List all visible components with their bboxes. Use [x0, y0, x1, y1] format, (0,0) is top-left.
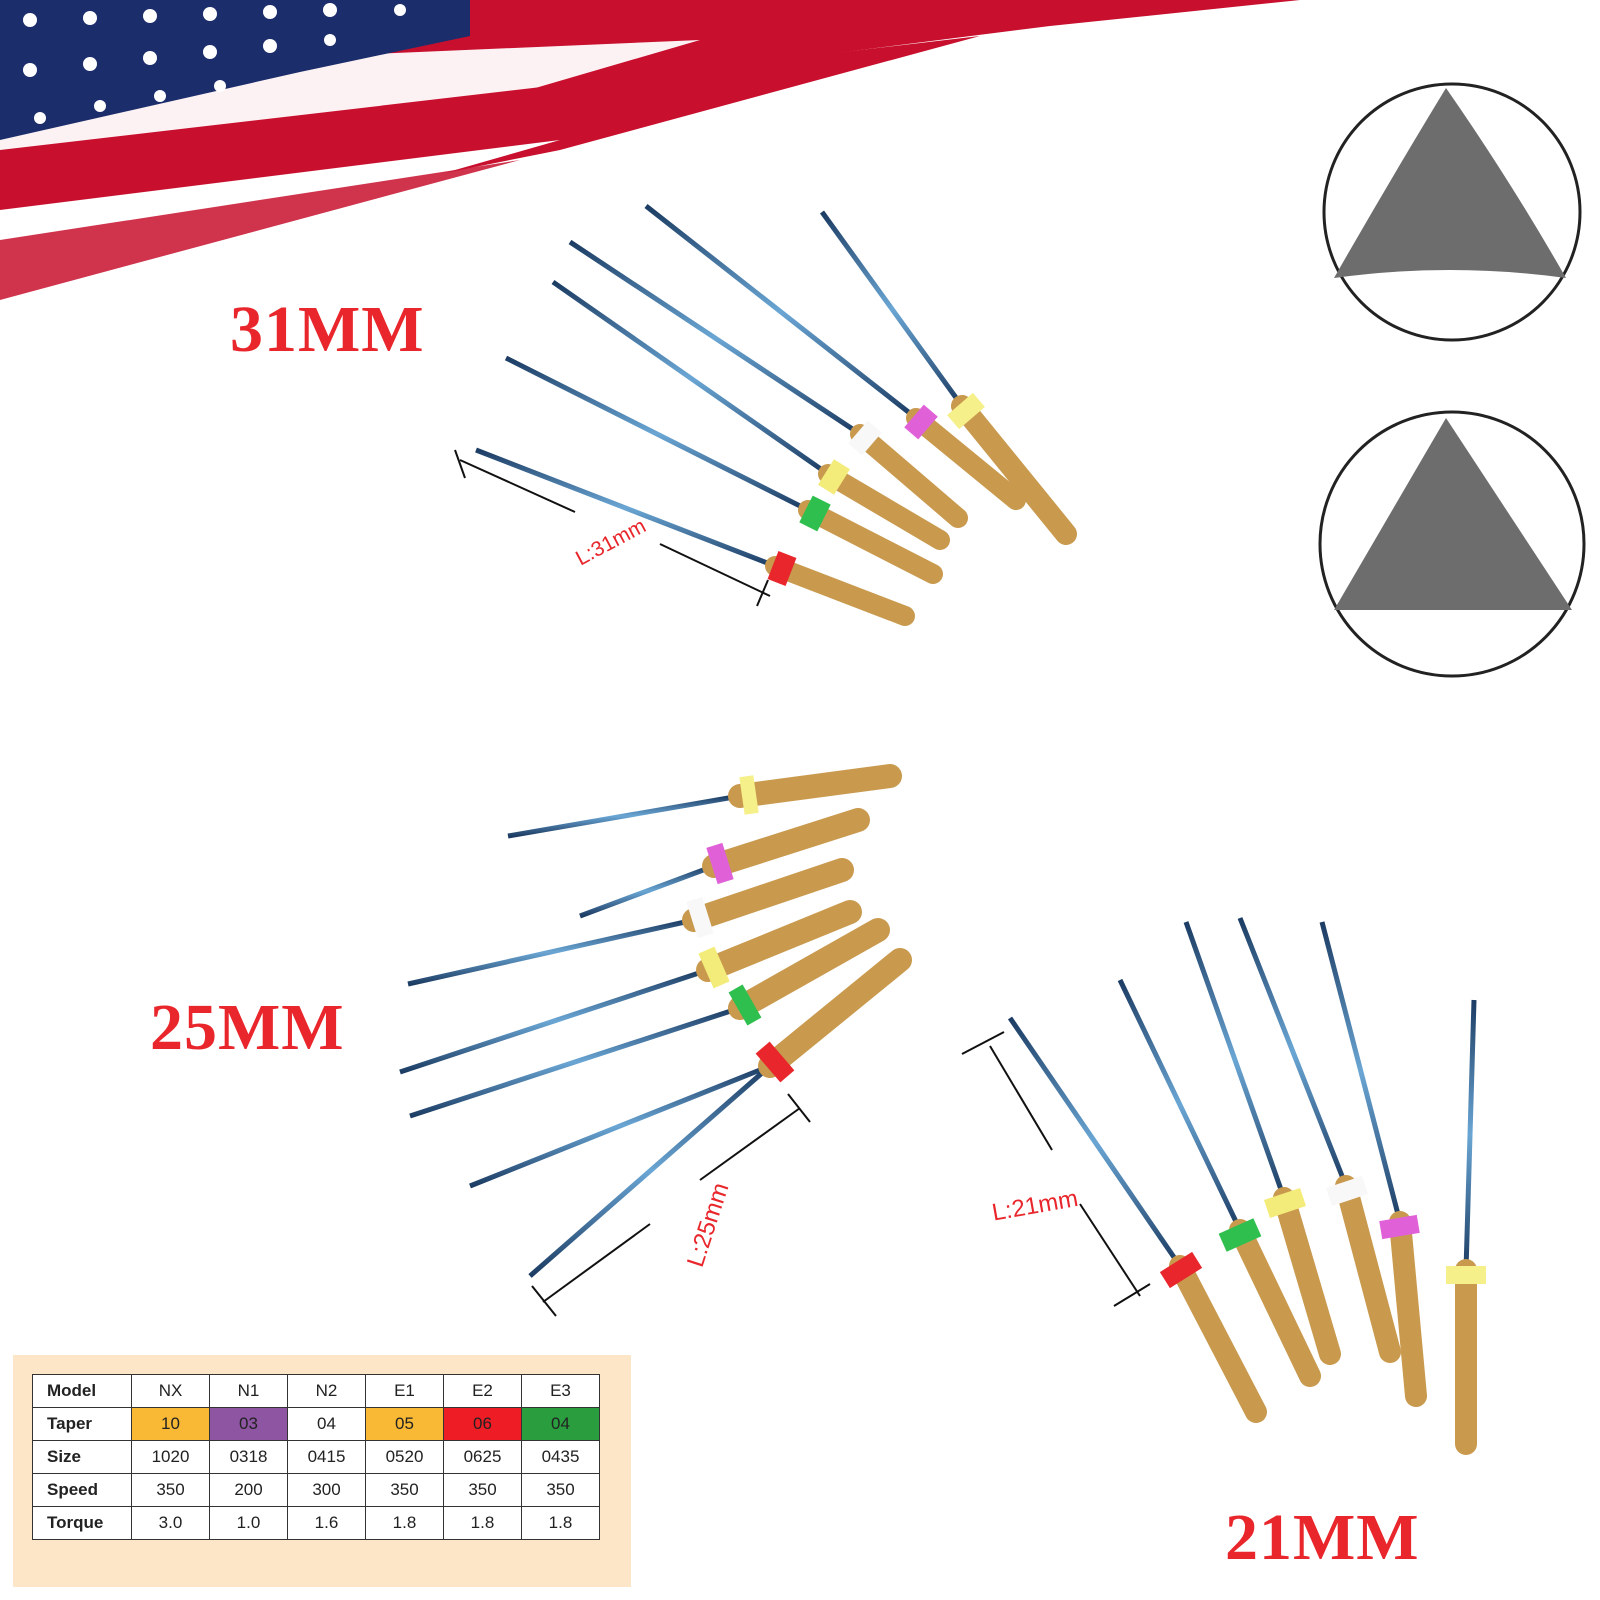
- spec-cell: 1.8: [521, 1506, 600, 1540]
- spec-cell: 10: [131, 1407, 210, 1441]
- file-31-pink: [644, 204, 1026, 510]
- spec-cell: 1020: [131, 1440, 210, 1474]
- dimension-line-31: [454, 449, 771, 607]
- spec-cell: N1: [209, 1374, 288, 1408]
- file-25-pink: [579, 808, 870, 919]
- spec-cell: 1.8: [365, 1506, 444, 1540]
- spec-row-header: Taper: [32, 1407, 132, 1441]
- file-21-yellow: [1183, 921, 1341, 1365]
- spec-cell: 3.0: [131, 1506, 210, 1540]
- dimension-line-25: [531, 1093, 811, 1317]
- length-label-25mm: 25MM: [150, 991, 345, 1064]
- file-31-yellow: [551, 279, 950, 550]
- spec-cell: 350: [131, 1473, 210, 1507]
- spec-row-header: Model: [32, 1374, 132, 1408]
- spec-cell: 0435: [521, 1440, 600, 1474]
- file-21-pink: [1319, 921, 1427, 1407]
- spec-cell: 0625: [443, 1440, 522, 1474]
- file-25-yellow: [399, 900, 862, 1075]
- spec-row-header: Speed: [32, 1473, 132, 1507]
- spec-cell: 1.6: [287, 1506, 366, 1540]
- spec-cell: 350: [365, 1473, 444, 1507]
- file-21-white: [1237, 917, 1401, 1363]
- spec-cell: 0520: [365, 1440, 444, 1474]
- spec-cell: 350: [443, 1473, 522, 1507]
- spec-cell: 1.0: [209, 1506, 288, 1540]
- spec-cell: 1.8: [443, 1506, 522, 1540]
- spec-row-header: Size: [32, 1440, 132, 1474]
- triangle-cross-section: [1318, 410, 1586, 678]
- spec-cell: NX: [131, 1374, 210, 1408]
- file-31-green: [504, 355, 943, 584]
- spec-cell: 200: [209, 1473, 288, 1507]
- flag-stars: [23, 3, 406, 124]
- spec-cell: 03: [209, 1407, 288, 1441]
- convex-triangle-cross-section: [1322, 82, 1582, 342]
- spec-cell: E3: [521, 1374, 600, 1408]
- file-21-red: [1007, 1016, 1267, 1423]
- spec-cell: 04: [521, 1407, 600, 1441]
- spec-row-header: Torque: [32, 1506, 132, 1540]
- file-31-lightyellow: [819, 210, 1077, 545]
- spec-cell: 350: [521, 1473, 600, 1507]
- file-25-lightyellow: [507, 764, 902, 839]
- file-group-31mm: [454, 204, 1077, 626]
- flag-banner: [0, 0, 1300, 300]
- file-31-white: [568, 239, 968, 528]
- file-group-21mm: [961, 917, 1486, 1455]
- spec-cell: 06: [443, 1407, 522, 1441]
- file-21-lightyellow: [1446, 999, 1486, 1455]
- dimension-line-21: [961, 1031, 1151, 1307]
- file-25-green: [409, 918, 890, 1119]
- file-21-green: [1117, 978, 1321, 1387]
- length-label-21mm: 21MM: [1225, 1501, 1420, 1574]
- spec-cell: 0318: [209, 1440, 288, 1474]
- file-group-25mm: [399, 764, 912, 1317]
- spec-cell: 0415: [287, 1440, 366, 1474]
- spec-cell: 05: [365, 1407, 444, 1441]
- spec-cell: E2: [443, 1374, 522, 1408]
- spec-cell: 300: [287, 1473, 366, 1507]
- file-25-white: [407, 858, 854, 987]
- file-25-red: [469, 948, 912, 1278]
- length-label-31mm: 31MM: [230, 293, 425, 366]
- spec-cell: N2: [287, 1374, 366, 1408]
- spec-cell: 04: [287, 1407, 366, 1441]
- file-31-red: [475, 447, 915, 626]
- spec-cell: E1: [365, 1374, 444, 1408]
